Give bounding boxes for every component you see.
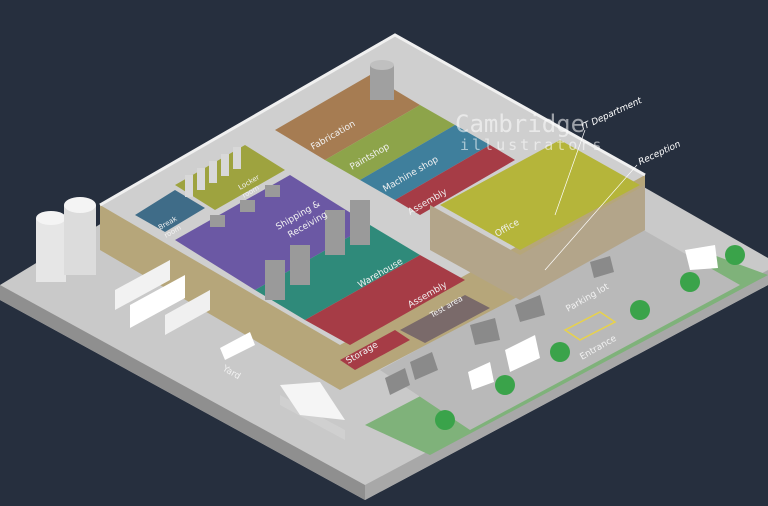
room-paintshop [325,105,455,180]
room-shipping-receiving [175,175,370,290]
reception-leader [544,164,638,271]
trees [435,245,745,430]
silos [36,197,96,282]
lockers [185,147,241,197]
entrance-gate [563,311,617,341]
back-wall [99,33,646,207]
fabrication-tank [370,60,394,100]
watermark-logo: Cambridge illustrators [455,110,604,154]
ground-edge-left [0,285,365,500]
room-machine-shop [360,125,490,200]
vans [220,245,718,390]
svg-text:Cambridge: Cambridge [455,110,585,138]
svg-text:illustrators: illustrators [460,136,604,154]
trucks [115,260,345,440]
warehouse-racks [210,185,370,300]
room-break [135,190,205,232]
room-test-area [400,295,490,343]
room-office [440,140,640,250]
room-warehouse [255,225,420,320]
room-assembly-upper [395,145,515,215]
room-storage [340,330,410,370]
room-locker [175,145,285,210]
it-department-leader [554,129,586,216]
room-assembly-lower [305,255,465,345]
parked-cars [385,256,614,395]
office-facade [430,185,645,300]
